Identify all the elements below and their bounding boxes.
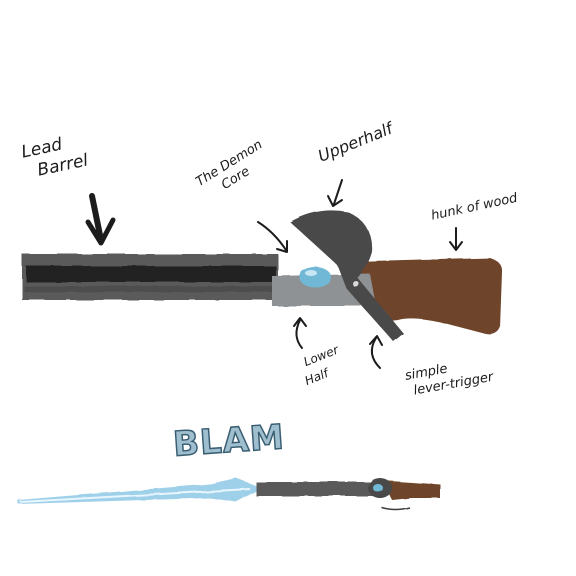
arrow-demon-core (258, 222, 286, 250)
firing-sketch (18, 478, 440, 510)
demon-core (299, 267, 331, 287)
arrow-lower-half (296, 320, 302, 348)
small-barrel (256, 482, 374, 496)
small-demon-core (373, 484, 383, 492)
lead-barrel (22, 254, 278, 300)
sound-effect-text: BLAM (172, 420, 286, 462)
arrow-lever-trigger (372, 338, 380, 368)
